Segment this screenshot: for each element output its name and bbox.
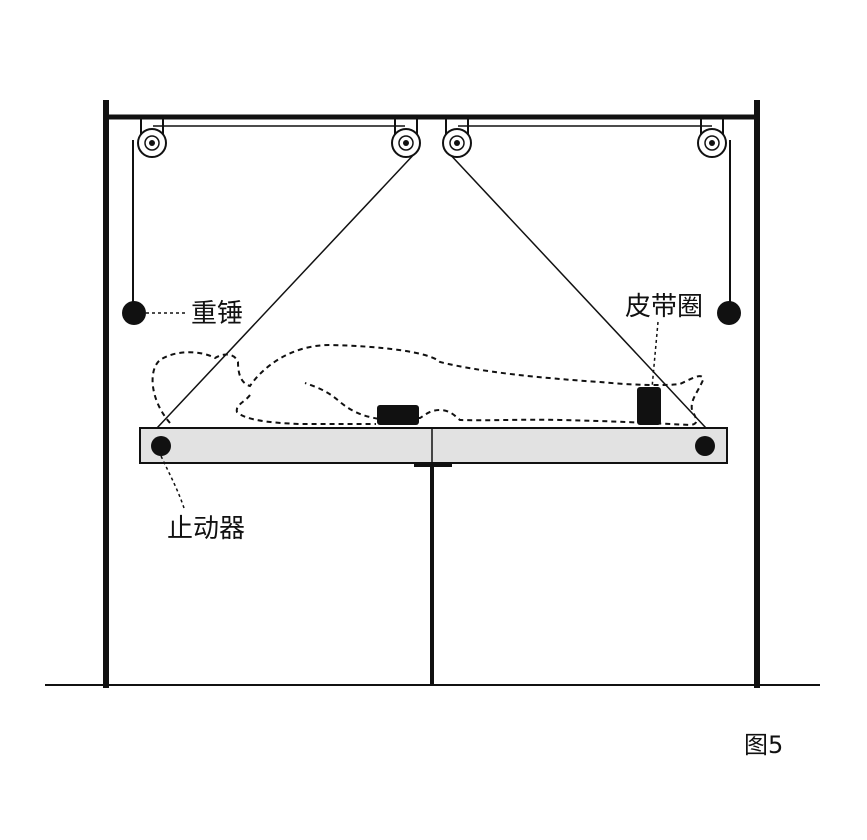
right-post	[754, 100, 760, 688]
figure-caption: 图5	[744, 731, 783, 759]
brake-label: 止动器	[167, 514, 245, 544]
belt-leader-line	[651, 321, 659, 389]
person-outline	[151, 343, 705, 427]
belt-icon	[377, 405, 419, 425]
right-weight-icon	[717, 301, 741, 325]
weight-label: 重锤	[191, 299, 243, 329]
belt-label: 皮带圈	[625, 292, 703, 322]
pulley-icon	[442, 117, 472, 158]
left-brake-icon	[151, 436, 171, 456]
left-diagonal-rope	[156, 149, 419, 429]
right-brake-icon	[695, 436, 715, 456]
right-diagonal-rope	[445, 149, 707, 429]
board	[139, 427, 728, 464]
pulley-icon	[137, 117, 167, 158]
pulley-icon	[391, 117, 421, 158]
pulley-icon	[697, 117, 727, 158]
left-weight-icon	[122, 301, 146, 325]
left-post	[103, 100, 109, 688]
belt-icon	[637, 387, 661, 425]
